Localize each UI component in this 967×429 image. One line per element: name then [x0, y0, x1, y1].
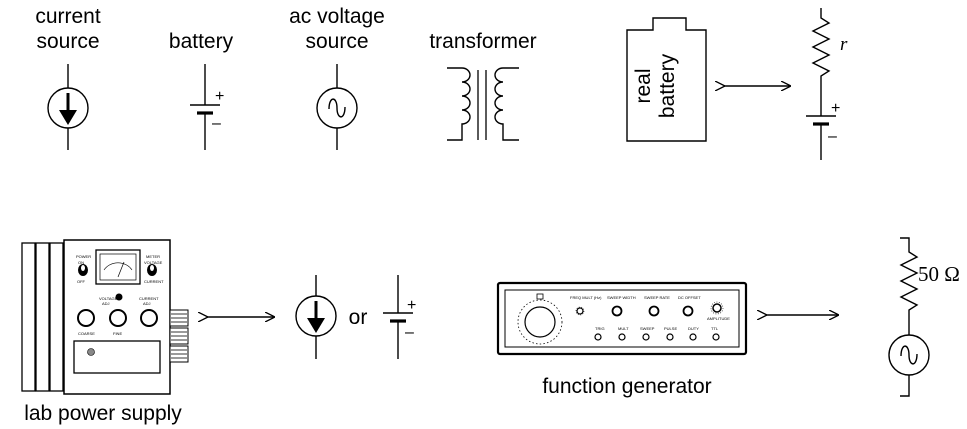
fg-button-label-4: PULSE: [664, 326, 677, 331]
ps-meter-voltage-label: VOLTAGE: [144, 260, 163, 265]
power-supply-current-source-symbol: [295, 275, 337, 359]
transformer-symbol: transformer: [429, 30, 537, 141]
fg-amplitude-knob: [712, 303, 722, 313]
ps-fine-knob: [109, 309, 127, 327]
fg-dc-offset-knob: [682, 305, 694, 317]
ps-binding-posts: [169, 309, 189, 363]
power-supply-battery-symbol: + –: [383, 275, 416, 359]
ac-source-label-line1: ac voltage: [289, 5, 385, 28]
fg-button-label-2: MULT: [618, 326, 629, 331]
ps-coarse-label: COARSE: [78, 331, 95, 336]
ps-meter-label: METER: [146, 254, 160, 259]
resistance-value-label: 50 Ω: [918, 262, 960, 286]
ps-fine-label: FINE: [113, 331, 122, 336]
ps-meter-current-label: CURRENT: [144, 279, 164, 284]
fg-freq-mult-knob: [576, 307, 584, 315]
fg-sweep-rate-label: SWEEP RATE: [644, 295, 670, 300]
function-generator-equivalent-circuit: 50 Ω: [888, 237, 960, 397]
real-battery-equivalent-circuit: r + –: [806, 8, 848, 160]
fg-button-6: [712, 333, 720, 341]
real-battery-label-line1: real: [632, 68, 655, 103]
battery-symbol: battery + –: [169, 30, 234, 150]
current-source-label-line2: source: [36, 30, 99, 53]
ps-current-adj-line2: ADJ: [143, 301, 151, 306]
or-label: or: [349, 306, 368, 329]
fg-button-label-5: DUTY: [688, 326, 699, 331]
ac-voltage-source-symbol: ac voltage source: [289, 5, 385, 150]
fg-sweep-rate-knob: [648, 305, 660, 317]
ps-voltage-adj-line2: ADJ: [102, 301, 110, 306]
fg-button-label-6: TTL: [711, 326, 719, 331]
function-generator-label: function generator: [542, 375, 711, 398]
battery-minus: –: [212, 115, 221, 132]
ps-current-knob: [140, 309, 158, 327]
real-battery-drawing: real battery: [626, 17, 707, 142]
fg-button-3: [642, 333, 650, 341]
lab-power-supply-label: lab power supply: [24, 402, 182, 425]
fg-button-label-3: SWEEP: [640, 326, 655, 331]
fg-frequency-dial: [524, 306, 556, 338]
fg-button-1: [594, 333, 602, 341]
internal-resistance-label: r: [840, 34, 848, 55]
fg-amplitude-label: AMPLITUDE: [707, 316, 730, 321]
fg-dial-scale: [517, 299, 563, 345]
ps-off-label: OFF: [77, 279, 86, 284]
function-generator-drawing: FREQ MULT (Hz) SWEEP WIDTH SWEEP RATE DC…: [496, 281, 748, 398]
ps-current-adj-line1: CURRENT: [139, 296, 159, 301]
real-battery-plus: +: [831, 100, 840, 117]
ps-battery-minus: –: [405, 324, 414, 341]
battery-label: battery: [169, 30, 234, 53]
transformer-label: transformer: [429, 30, 536, 53]
battery-plus: +: [215, 88, 224, 105]
ac-source-label-line2: source: [305, 30, 368, 53]
current-source-label-line1: current: [35, 5, 101, 28]
ps-on-label: ON: [78, 260, 84, 265]
fg-freq-mult-label: FREQ MULT (Hz): [570, 295, 602, 300]
fg-sweep-width-label: SWEEP WIDTH: [607, 295, 636, 300]
fg-dc-offset-label: DC OFFSET: [678, 295, 701, 300]
ps-coarse-knob: [77, 309, 95, 327]
current-source-symbol: current source: [35, 5, 101, 150]
ps-voltage-adj-line1: VOLTAGE: [99, 296, 118, 301]
fg-button-2: [618, 333, 626, 341]
fg-button-5: [689, 333, 697, 341]
ps-battery-plus: +: [407, 297, 416, 314]
fg-button-label-1: TRIG: [595, 326, 605, 331]
lab-power-supply-drawing: POWER ON OFF METER VOLTAGE CURRENT VOLTA…: [21, 239, 189, 425]
ps-indicator-light: [115, 293, 123, 301]
real-battery-label-line2: battery: [656, 53, 679, 118]
fg-button-4: [666, 333, 674, 341]
real-battery-minus: –: [828, 128, 837, 145]
ps-power-label: POWER: [76, 254, 91, 259]
fg-sweep-width-knob: [611, 305, 623, 317]
